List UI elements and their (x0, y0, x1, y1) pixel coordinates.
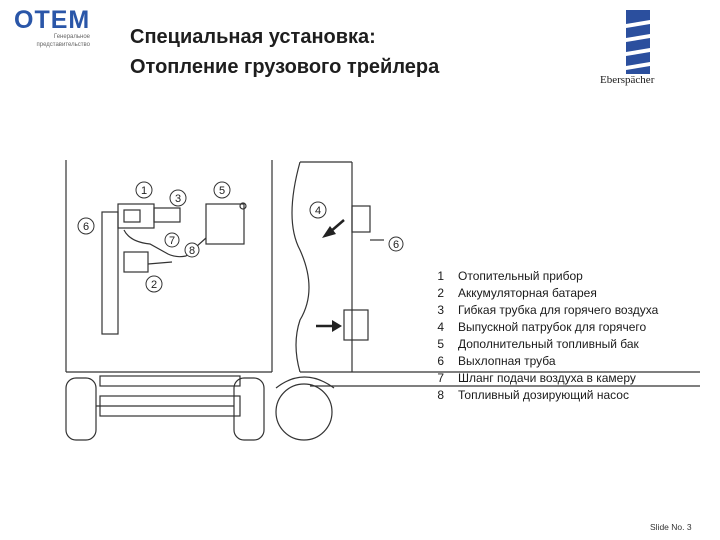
legend-number: 8 (437, 388, 444, 402)
callout-6-circle (77, 217, 95, 235)
legend-text: Отопительный прибор (458, 269, 583, 283)
page-title-line-2: Отопление грузового трейлера (130, 56, 440, 78)
otem-logo-subtitle-1: Генеральное (53, 34, 90, 40)
callout-3: 3 (175, 193, 181, 205)
callout-4: 4 (315, 205, 321, 217)
callout-8: 8 (189, 245, 195, 257)
legend-number: 7 (437, 371, 444, 385)
legend-item: 2 Аккумуляторная батарея (430, 285, 658, 302)
eberspaecher-logo: Eberspächer (600, 8, 700, 90)
legend-text: Дополнительный топливный бак (458, 337, 639, 351)
legend-number: 3 (437, 303, 444, 317)
legend-item: 4 Выпускной патрубок для горячего (430, 319, 658, 336)
legend-number: 1 (437, 269, 444, 283)
legend-number: 5 (437, 337, 444, 351)
legend-number: 2 (437, 286, 444, 300)
otem-logo-subtitle-2: представительство (36, 42, 91, 48)
legend-item: 8 Топливный дозирующий насос (430, 387, 658, 404)
legend-item: 6 Выхлопная труба (430, 353, 658, 370)
callout-5: 5 (219, 185, 225, 197)
callout-3-circle (169, 189, 187, 207)
hot-air-hose (153, 207, 181, 223)
page-title-line-1: Специальная установка: (130, 26, 376, 48)
trailer-side-profile (291, 161, 310, 373)
legend-text: Топливный дозирующий насос (458, 388, 629, 402)
legend-item: 1 Отопительный прибор (430, 268, 658, 285)
callout-6b: 6 (393, 239, 399, 251)
legend: 1 Отопительный прибор 2 Аккумуляторная б… (430, 268, 658, 404)
wheel-side-icon (275, 383, 333, 441)
legend-item: 3 Гибкая трубка для горячего воздуха (430, 302, 658, 319)
callout-5-circle (213, 181, 231, 199)
legend-text: Гибкая трубка для горячего воздуха (458, 303, 659, 317)
legend-number: 6 (437, 354, 444, 368)
wheel-left-icon (65, 377, 97, 441)
eberspaecher-emblem-icon (626, 10, 650, 74)
otem-logo: OTEM Генеральное представительство (14, 6, 96, 49)
legend-item: 7 Шланг подачи воздуха в камеру (430, 370, 658, 387)
callout-8-circle (184, 242, 200, 258)
otem-logo-text: OTEM (14, 6, 91, 34)
page-title: Специальная установка: Отопление грузово… (130, 22, 439, 82)
callout-7-circle (164, 232, 180, 248)
vertical-duct (101, 211, 119, 335)
slide-number: Slide No. 3 (650, 522, 692, 532)
callout-1: 1 (141, 185, 147, 197)
legend-text: Шланг подачи воздуха в камеру (458, 371, 636, 385)
legend-text: Выхлопная труба (458, 354, 556, 368)
legend-item: 5 Дополнительный топливный бак (430, 336, 658, 353)
fuel-tank (205, 203, 245, 245)
battery-box (123, 251, 149, 273)
callout-2-circle (145, 275, 163, 293)
callout-7: 7 (169, 235, 175, 247)
hot-air-outlet (343, 309, 369, 341)
callout-1-circle (135, 181, 153, 199)
callout-6b-circle (388, 236, 404, 252)
legend-text: Выпускной патрубок для горячего (458, 320, 647, 334)
eberspaecher-logo-text: Eberspächer (600, 74, 655, 86)
callout-4-circle (309, 201, 327, 219)
callout-6: 6 (83, 221, 89, 233)
callout-2: 2 (151, 279, 157, 291)
exhaust-outlet (351, 205, 371, 233)
wheel-right-icon (233, 377, 265, 441)
legend-text: Аккумуляторная батарея (458, 286, 597, 300)
legend-number: 4 (437, 320, 444, 334)
